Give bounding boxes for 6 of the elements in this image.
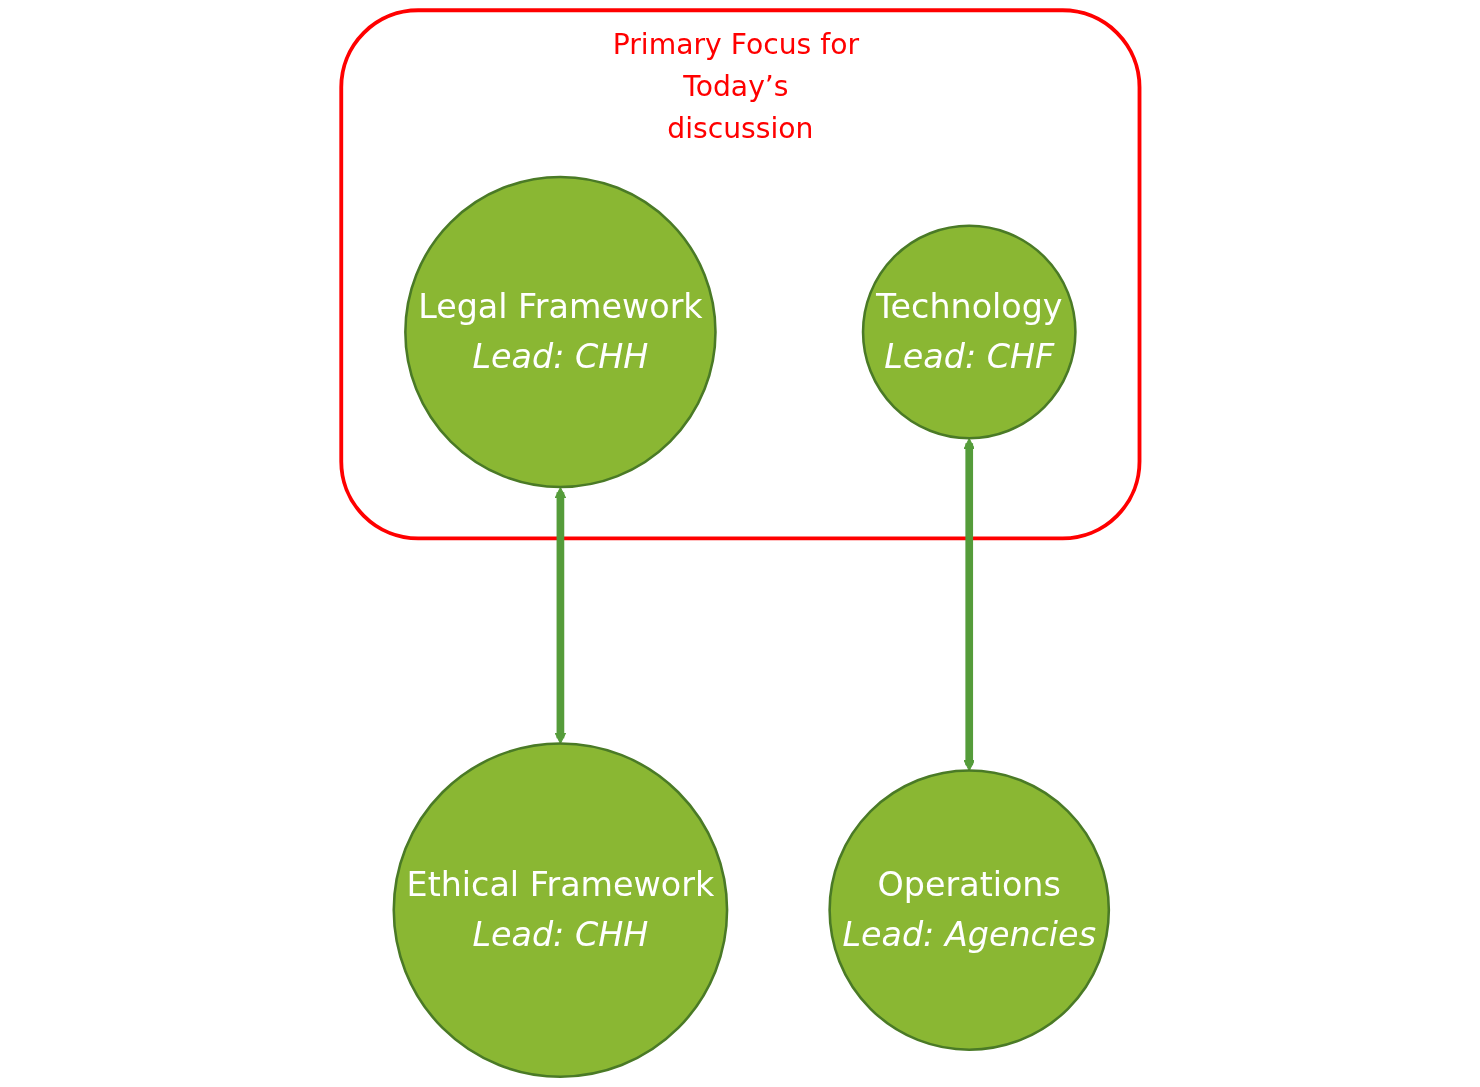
node-circle: Ethical Framework Lead: CHH [392, 742, 728, 1078]
arrow [554, 487, 566, 744]
node-circle: Operations Lead: Agencies [827, 769, 1110, 1051]
node-circle: Legal Framework Lead: CHH [403, 175, 717, 489]
node-circle: Technology Lead: CHF [861, 224, 1077, 440]
arrow [963, 438, 975, 771]
